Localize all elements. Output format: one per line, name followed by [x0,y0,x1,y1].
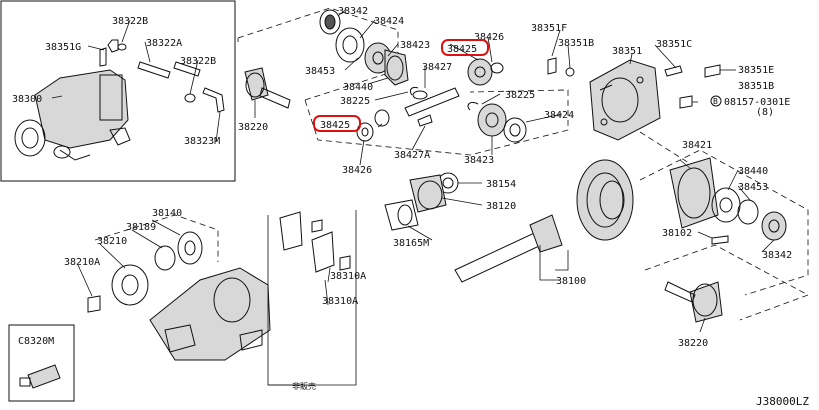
mounting-brackets [267,210,357,386]
label-C8320M[interactable]: C8320M [18,336,54,347]
label-bolt-code[interactable]: 08157-0301E [724,97,790,108]
label-38154[interactable]: 38154 [486,179,516,190]
label-38220-left[interactable]: 38220 [238,122,268,133]
label-38425-top[interactable]: 38425 [447,44,477,55]
highlight-38425-top [441,39,489,56]
label-38342-right[interactable]: 38342 [762,250,792,261]
label-38300[interactable]: 38300 [12,94,42,105]
label-38351F[interactable]: 38351F [531,23,567,34]
vent-hose-parts [99,39,225,113]
label-38189[interactable]: 38189 [126,222,156,233]
label-38425-left[interactable]: 38425 [320,120,350,131]
ring-gear-pinion [454,159,634,283]
label-38210[interactable]: 38210 [97,236,127,247]
label-38225-left[interactable]: 38225 [340,96,370,107]
axle-flange-right [644,244,809,323]
leader-lines [51,9,775,333]
label-38351C[interactable]: 38351C [656,39,692,50]
label-38421[interactable]: 38421 [682,140,712,151]
label-38140[interactable]: 38140 [152,208,182,219]
part-labels: 38342 38424 38423 38426 38425 38453 3844… [12,6,809,408]
label-38310A-a[interactable]: 38310A [330,271,366,282]
label-38102[interactable]: 38102 [662,228,692,239]
gear-set-top [237,7,428,101]
label-38351G[interactable]: 38351G [45,42,81,53]
label-38440-top[interactable]: 38440 [343,82,373,93]
label-38310A-b[interactable]: 38310A [322,296,358,307]
label-38423-mid[interactable]: 38423 [464,155,494,166]
label-38453-right[interactable]: 38453 [738,182,768,193]
label-38351[interactable]: 38351 [612,46,642,57]
highlight-38425-left [313,115,361,132]
label-38323M[interactable]: 38323M [184,136,220,147]
label-38165M[interactable]: 38165M [393,238,429,249]
label-38426-top[interactable]: 38426 [474,32,504,43]
sealant-tube [19,364,61,389]
rear-cover [547,57,721,171]
bolt-callout-circle [710,95,722,107]
label-38426-left[interactable]: 38426 [342,165,372,176]
label-38440-right[interactable]: 38440 [738,166,768,177]
pinion-shaft [404,87,460,127]
label-38427A[interactable]: 38427A [394,150,430,161]
label-38322B-a[interactable]: 38322B [112,16,148,27]
label-38453-top[interactable]: 38453 [305,66,335,77]
label-38424-mid[interactable]: 38424 [544,110,574,121]
label-38342-top[interactable]: 38342 [338,6,368,17]
diagram-code: J38000LZ [756,395,809,408]
label-38100[interactable]: 38100 [556,276,586,287]
label-38210A[interactable]: 38210A [64,257,100,268]
diff-case-right [639,149,809,296]
label-bolt-qty: (8) [756,107,774,118]
diff-assembly-inset [14,69,131,161]
label-38225-right[interactable]: 38225 [505,90,535,101]
pinion-bearings [384,172,459,231]
label-38423-top[interactable]: 38423 [400,40,430,51]
label-38351E[interactable]: 38351E [738,65,774,76]
housing-lower [87,214,271,361]
axle-flange-left [244,67,291,109]
side-gear-right [304,89,569,156]
label-38220-right[interactable]: 38220 [678,338,708,349]
label-38322A[interactable]: 38322A [146,38,182,49]
c8320m-frame [8,324,75,402]
label-38120[interactable]: 38120 [486,201,516,212]
label-38351B-a[interactable]: 38351B [558,38,594,49]
label-38424-top[interactable]: 38424 [374,16,404,27]
inset-frame [0,0,236,182]
label-38427[interactable]: 38427 [422,62,452,73]
label-38322B-b[interactable]: 38322B [180,56,216,67]
bolt-prefix: B [713,97,718,106]
label-38351B-b[interactable]: 38351B [738,81,774,92]
pinion-mate-gear [356,58,504,142]
label-not-for-sale: 非販売 [292,381,316,391]
